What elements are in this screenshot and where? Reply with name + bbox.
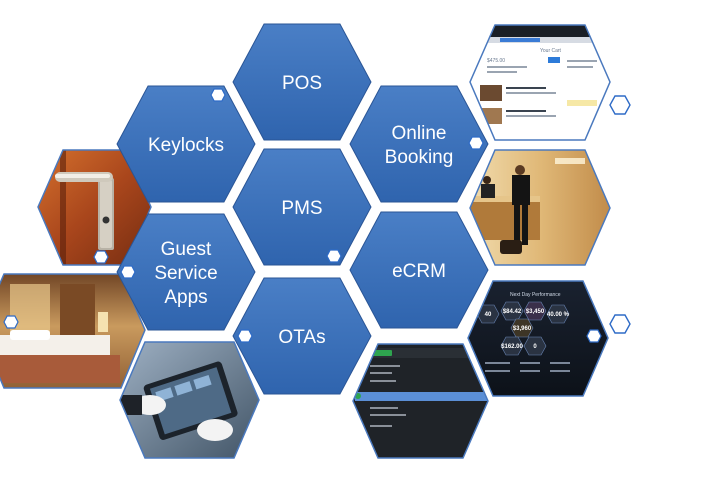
tablet-photo-icon xyxy=(119,341,260,459)
module-label-online-booking: Booking xyxy=(385,147,454,168)
module-label-ecrm: eCRM xyxy=(392,261,446,282)
hex-connector-badge-icon xyxy=(237,329,253,343)
booking-cart-screenshot-icon: Your Cart $475.00 xyxy=(469,24,611,141)
dashboard-kpi-value: $162.00 xyxy=(501,344,523,350)
module-hex-keylocks: Keylocks xyxy=(116,85,256,203)
module-label-guest-service-apps: Service xyxy=(154,263,217,284)
module-hex-shape xyxy=(116,85,256,203)
dashboard-kpi-value: $3,450 xyxy=(526,309,545,315)
hex-connector-badge-icon xyxy=(93,250,109,264)
reception-desk-photo-icon xyxy=(469,149,611,266)
module-hex-shape xyxy=(232,23,372,141)
module-label-pms: PMS xyxy=(281,198,322,219)
dashboard-kpi-hex xyxy=(546,304,570,324)
dashboard-kpi-hex xyxy=(510,318,534,338)
hotel-room-photo-icon xyxy=(0,273,146,389)
module-label-pos: POS xyxy=(282,73,322,94)
module-hex-shape xyxy=(232,277,372,395)
hex-connector-badge-icon xyxy=(3,315,19,329)
module-hex-shape xyxy=(232,148,372,266)
hex-connector-badge-icon xyxy=(586,329,602,343)
module-hex-pos: POS xyxy=(232,23,372,141)
module-hex-shape xyxy=(349,211,489,329)
dashboard-kpi-value: 40.00 % xyxy=(547,312,570,318)
module-hex-ecrm: eCRM xyxy=(349,211,489,329)
module-hex-otas: OTAs xyxy=(232,277,372,395)
dashboard-kpi-value: $84.42 xyxy=(503,309,522,315)
hex-connector-badge-icon xyxy=(326,249,342,263)
dashboard-title: Next Day Performance xyxy=(510,292,561,298)
hex-connector-badge-icon xyxy=(468,136,484,150)
dashboard-kpi-hex xyxy=(500,336,524,356)
module-hex-shape xyxy=(116,213,256,331)
module-label-guest-service-apps: Apps xyxy=(164,287,207,308)
small-hex-outline-icon xyxy=(609,314,631,334)
cart-price: $475.00 xyxy=(487,58,505,64)
module-hex-shape xyxy=(349,85,489,203)
cart-title: Your Cart xyxy=(540,48,562,54)
small-hex-outline-icon xyxy=(609,95,631,115)
module-label-keylocks: Keylocks xyxy=(148,135,224,156)
dashboard-kpi-value: 0 xyxy=(533,344,537,350)
module-label-online-booking: Online xyxy=(392,123,447,144)
hex-connector-badge-icon xyxy=(120,265,136,279)
module-label-otas: OTAs xyxy=(278,327,325,348)
mobile-app-screenshot-icon xyxy=(352,343,489,459)
dashboard-kpi-hex xyxy=(523,336,547,356)
module-label-guest-service-apps: Guest xyxy=(161,239,212,260)
dashboard-kpi-hex xyxy=(523,301,547,321)
hex-connector-badge-icon xyxy=(210,88,226,102)
dashboard-kpi-value: $3,960 xyxy=(513,326,532,332)
dashboard-kpi-value: 40 xyxy=(485,312,492,318)
module-hex-pms: PMS xyxy=(232,148,372,266)
